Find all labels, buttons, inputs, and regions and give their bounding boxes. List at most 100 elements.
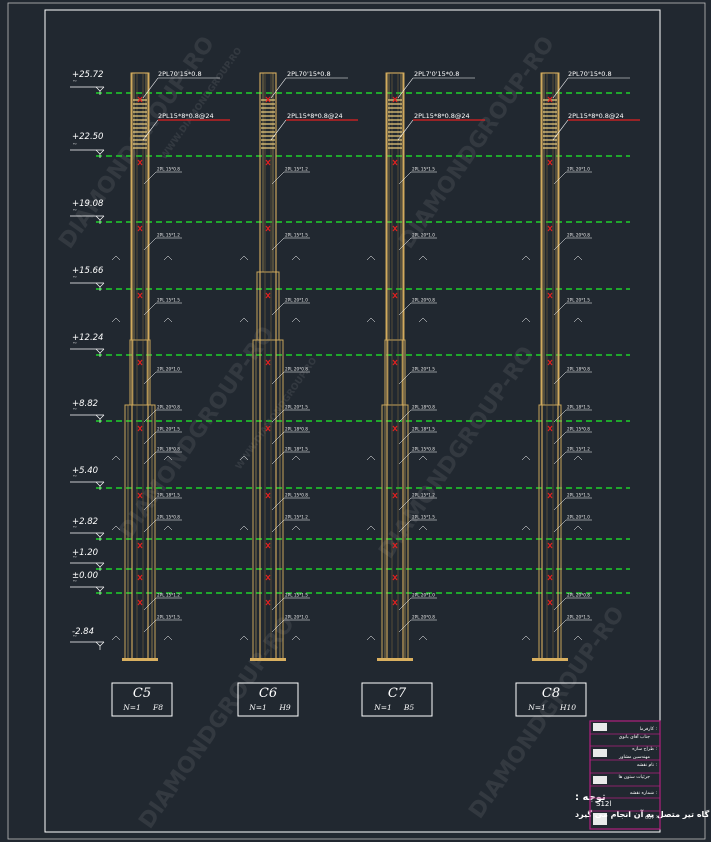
base-plate [532, 658, 568, 661]
top-plate-label: 2PL70'15*0.8 [568, 70, 612, 78]
leader [143, 597, 157, 611]
beam-stub [111, 635, 121, 641]
plate-label: 2PL 15*0.8 [567, 427, 590, 432]
splice-mark [547, 599, 553, 606]
column-name: C8 [542, 686, 560, 701]
leader [552, 77, 569, 99]
plate-label: 2PL 20*1.0 [412, 593, 435, 598]
splice-mark [547, 492, 553, 499]
column-core [386, 72, 404, 661]
leader [398, 409, 412, 423]
plate-label: 2PL 20*1.5 [567, 298, 590, 303]
beam-stub [521, 255, 531, 261]
leader [398, 519, 412, 533]
beam-stub [111, 317, 121, 323]
splice-mark [547, 159, 553, 166]
column-name: C7 [388, 686, 407, 701]
splice-mark [265, 359, 271, 366]
beam-stub [163, 455, 173, 461]
plate-label: 2PL 15*1.2 [567, 447, 590, 452]
mid-plate-label: 2PL15*8*0.8@24 [158, 112, 214, 120]
title-block-row: شماره نقشه : [630, 791, 658, 796]
leader [143, 619, 157, 633]
splice-mark [392, 292, 398, 299]
plate-label: 2PL 20*1.0 [157, 367, 180, 372]
leader [552, 119, 569, 141]
title-block-row: کارفرما : [640, 726, 658, 732]
level-subtext: ᵀᴼ [72, 579, 77, 584]
beam-stub [366, 635, 376, 641]
column-plate [259, 72, 277, 273]
leader [271, 371, 285, 385]
level-triangle [95, 86, 105, 92]
title-block-row: جناب آقای بانوی [619, 734, 650, 740]
splice-mark [265, 542, 271, 549]
plate-label: 2PL 20*0.8 [157, 405, 180, 410]
plate-label: 2PL 18*1.5 [285, 447, 308, 452]
plate-label: 2PL 20*0.8 [412, 298, 435, 303]
beam-stub [291, 525, 301, 531]
leader [398, 431, 412, 445]
column-name: C6 [259, 686, 277, 701]
column-box-c5: C5 N=1 F8 [111, 682, 173, 717]
column-core [541, 72, 559, 661]
splice-mark [392, 96, 398, 103]
leader [553, 431, 567, 445]
level-triangle [95, 641, 105, 647]
splice-mark [392, 574, 398, 581]
leader [553, 497, 567, 511]
beam-stub [291, 317, 301, 323]
leader [142, 77, 159, 99]
beam-stub [366, 255, 376, 261]
plate-label: 2PL 15*0.8 [412, 447, 435, 452]
splice-mark [265, 492, 271, 499]
beam-stub [573, 255, 583, 261]
level-subtext: ᵀᴼ [72, 275, 77, 280]
splice-mark [392, 359, 398, 366]
column-box-c7: C7 N=1 B5 [361, 682, 433, 717]
level-label: +19.08 [72, 199, 104, 209]
level-label: +25.72 [72, 70, 103, 80]
watermark-group: DIAMONDGROUP-RO WWW.DIAMONDGROUP.RO DIAM… [54, 32, 629, 833]
leader [398, 371, 412, 385]
level-triangle [95, 481, 105, 487]
plate-label: 2PL 15*1.2 [157, 233, 180, 238]
plate-label: 2PL 15*1.5 [285, 233, 308, 238]
leader [553, 237, 567, 251]
date-label: تاریخ : [645, 815, 658, 820]
leader [398, 237, 412, 251]
level-subtext: ᵀᴼ [72, 341, 77, 346]
plate-label: 2PL 15*1.5 [567, 493, 590, 498]
beam-stub [111, 455, 121, 461]
leader [553, 597, 567, 611]
level-label: +5.40 [72, 466, 98, 476]
splice-mark [392, 542, 398, 549]
level-subtext: ᵀᴼ [72, 79, 77, 84]
level-subtext: ᵀᴼ [72, 555, 77, 560]
splice-mark [392, 599, 398, 606]
plate-label: 2PL 20*1.0 [567, 167, 590, 172]
logo-block [593, 776, 607, 784]
leader [142, 119, 159, 141]
leader [271, 597, 285, 611]
plate-label: 2PL 20*1.5 [412, 367, 435, 372]
base-plate [377, 658, 413, 661]
plate-label: 2PL 20*0.8 [285, 367, 308, 372]
splice-mark [547, 542, 553, 549]
splice-mark [547, 425, 553, 432]
column-code: F8 [152, 703, 163, 712]
level-label: ±0.00 [72, 571, 98, 581]
beam-stub [521, 635, 531, 641]
leader [271, 171, 285, 185]
plate-label: 2PL 18*1.5 [567, 405, 590, 410]
beam-stub [239, 317, 249, 323]
level-label: +1.20 [72, 548, 98, 558]
leader [398, 497, 412, 511]
plate-label: 2PL 20*1.0 [285, 298, 308, 303]
leader [398, 451, 412, 465]
splice-mark [265, 599, 271, 606]
leader [271, 497, 285, 511]
